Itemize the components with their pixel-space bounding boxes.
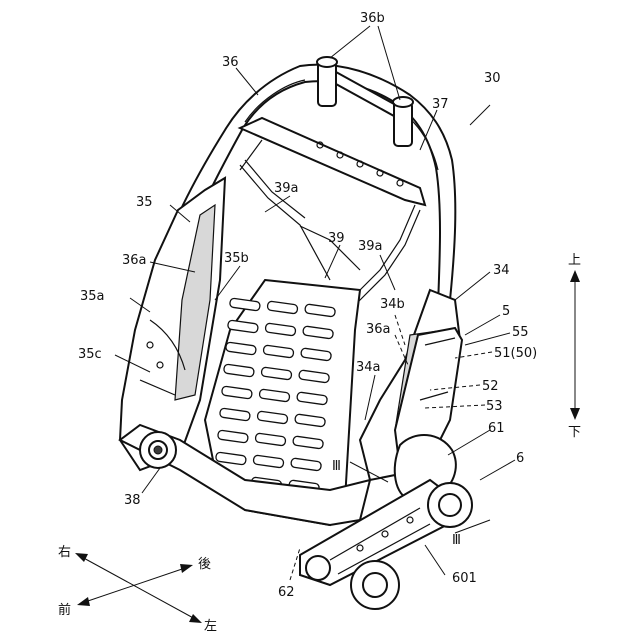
label-34a: 34a (356, 360, 381, 375)
label-section-III-left: Ⅲ (332, 459, 341, 474)
label-601: 601 (452, 571, 477, 586)
label-35c: 35c (78, 347, 102, 362)
recliner-mechanism (140, 432, 176, 468)
label-36b: 36b (360, 11, 385, 26)
direction-right: 右 (58, 545, 71, 560)
direction-up: 上 (568, 253, 581, 268)
direction-left: 左 (204, 619, 217, 634)
label-36a-right: 36a (366, 322, 391, 337)
headrest-guides (317, 57, 413, 146)
label-6: 6 (516, 451, 524, 466)
label-section-III-right: Ⅲ (452, 533, 461, 548)
label-39a-mid: 39a (358, 239, 383, 254)
label-61: 61 (488, 421, 505, 436)
label-37: 37 (432, 97, 449, 112)
label-62: 62 (278, 585, 295, 600)
label-30: 30 (484, 71, 501, 86)
label-34b: 34b (380, 297, 405, 312)
label-39: 39 (328, 231, 345, 246)
label-35b: 35b (224, 251, 249, 266)
direction-rear: 後 (198, 557, 211, 572)
label-51-50: 51(50) (494, 346, 537, 361)
direction-down: 下 (568, 425, 581, 440)
direction-front: 前 (58, 602, 71, 618)
label-36a-left: 36a (122, 253, 147, 268)
label-52: 52 (482, 379, 499, 394)
label-36: 36 (222, 55, 239, 70)
label-53: 53 (486, 399, 503, 414)
label-39a-top: 39a (274, 181, 299, 196)
label-35: 35 (136, 195, 153, 210)
label-35a: 35a (80, 289, 105, 304)
label-38: 38 (124, 493, 141, 508)
label-5: 5 (502, 304, 510, 319)
label-55: 55 (512, 325, 529, 340)
label-34: 34 (493, 263, 510, 278)
